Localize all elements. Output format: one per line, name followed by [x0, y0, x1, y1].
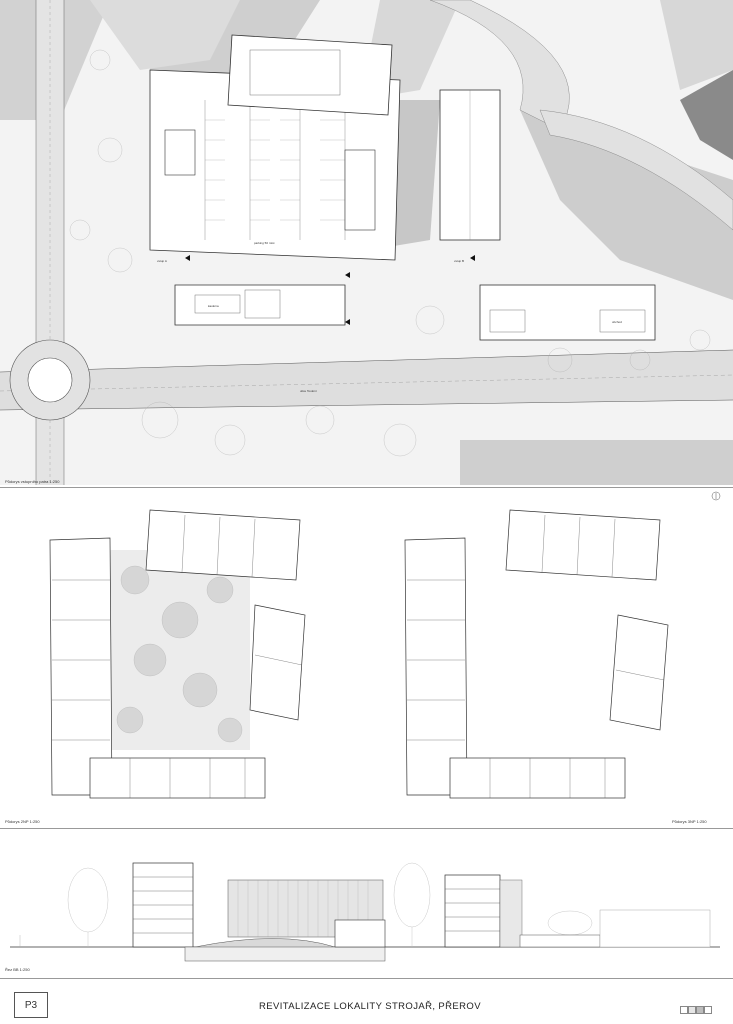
section-bb — [10, 862, 720, 962]
section-tower-right — [444, 874, 501, 948]
green-roof — [194, 938, 336, 948]
building-slab-bottom — [449, 757, 626, 799]
floor-lines — [133, 876, 193, 934]
pavilion — [334, 919, 386, 948]
low-building — [519, 934, 601, 948]
entrance-arrow-icon — [345, 272, 350, 278]
top-building — [227, 34, 393, 116]
floor-plans — [49, 491, 721, 799]
shadow-area — [660, 0, 733, 90]
street-label: ulice Tovární — [300, 389, 317, 393]
shop-room — [599, 309, 646, 333]
entrance-arrow-icon — [185, 255, 190, 261]
building-slab-top — [505, 509, 661, 581]
stair-core — [164, 129, 196, 176]
dark-roof — [680, 70, 733, 160]
shop-label: obchod — [612, 320, 622, 324]
entrance-arrow-icon — [470, 255, 475, 261]
ground-floor-site-plan: parking 50 míst ulice Tovární vstup A vs… — [0, 0, 733, 485]
divider — [0, 487, 733, 488]
caption-ground-floor: Půdorys vstupního patra 1:250 — [5, 479, 60, 484]
plan-2np — [49, 509, 306, 799]
commercial-block — [174, 284, 346, 326]
apartment-partitions — [407, 514, 665, 798]
background-building — [599, 909, 711, 948]
stair-core — [344, 149, 376, 231]
trees — [69, 49, 711, 457]
cafe-label: kavárna — [208, 304, 219, 308]
retail-building — [479, 284, 656, 341]
divider — [0, 978, 733, 979]
top-building-rooms — [249, 49, 341, 96]
street-centerline — [0, 374, 733, 392]
adjacent-building — [460, 440, 733, 485]
plan-3np — [404, 509, 669, 799]
sheet-title: REVITALIZACE LOKALITY STROJAŘ, PŘEROV — [259, 1001, 481, 1012]
sheet-index-swatches — [680, 1006, 712, 1014]
parking-stall-dividers — [205, 119, 345, 221]
roundabout-island — [27, 357, 73, 403]
page-code: P3 — [24, 999, 38, 1011]
caption-section: Řez BB 1:250 — [5, 967, 30, 972]
caption-floor-3: Půdorys 3NP 1:250 — [672, 819, 707, 824]
building-slab-right — [609, 614, 669, 731]
entrance-a-label: vstup A — [157, 259, 167, 263]
shadow-area — [90, 0, 240, 70]
curved-road — [539, 109, 733, 231]
index-swatch — [704, 1006, 712, 1014]
building-slab-bottom — [89, 757, 266, 799]
building-slab-left — [404, 537, 468, 796]
index-swatch — [680, 1006, 688, 1014]
main-street — [0, 350, 733, 410]
shadow-area — [520, 110, 733, 300]
cafe-room — [194, 294, 241, 314]
courtyard-trees — [116, 565, 243, 743]
north-arrow-icon — [711, 491, 721, 501]
floor-lines — [445, 888, 500, 932]
building-slab-left — [49, 537, 113, 796]
entrance-arrow-icon — [345, 319, 350, 325]
divider — [0, 828, 733, 829]
building-slab-right — [249, 604, 306, 721]
caption-floor-2: Půdorys 2NP 1:250 — [5, 819, 40, 824]
entrance-b-label: vstup B — [454, 259, 464, 263]
street-edge — [0, 399, 733, 411]
cafe-room — [489, 309, 526, 333]
index-swatch — [688, 1006, 696, 1014]
core-room — [244, 289, 281, 319]
index-swatch — [696, 1006, 704, 1014]
facade-screen — [499, 879, 523, 948]
section-trees — [67, 862, 593, 947]
page-code-box: P3 — [14, 992, 48, 1018]
underground-parking — [184, 946, 386, 962]
building-slab-top — [145, 509, 301, 581]
parking-label: parking 50 míst — [254, 241, 275, 245]
apartment-partitions — [52, 514, 303, 798]
street-edge — [0, 349, 733, 373]
